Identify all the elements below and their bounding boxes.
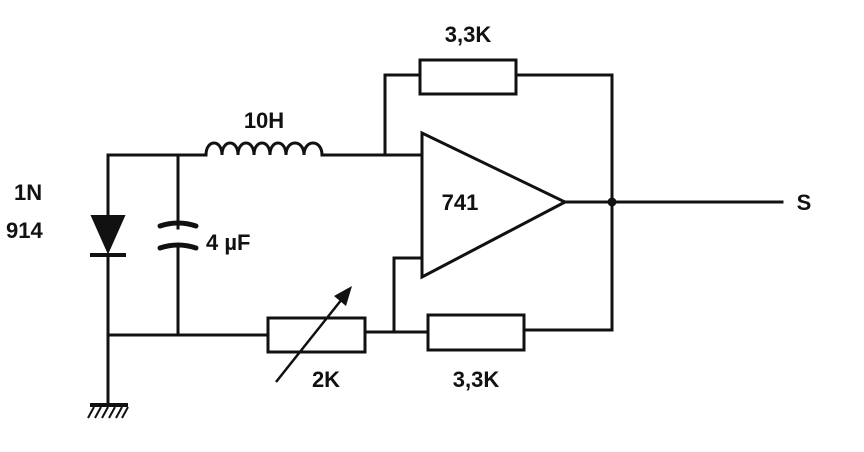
- potentiometer-arrow: [275, 286, 352, 383]
- inductor-label: 10H: [244, 108, 284, 133]
- potentiometer-label: 2K: [312, 367, 340, 392]
- output-label: S: [797, 190, 812, 215]
- wire-feedback-left: [383, 73, 422, 157]
- feedback-resistor-label: 3,3K: [445, 22, 492, 47]
- wire-feedback-right: [514, 73, 614, 332]
- opamp-triangle: [420, 130, 569, 280]
- lower-resistor: [426, 313, 526, 352]
- diode-label-line2: 914: [6, 218, 43, 243]
- feedback-resistor: [418, 58, 518, 96]
- wires: [106, 73, 784, 407]
- potentiometer-body: [266, 316, 367, 354]
- wire-noninverting: [392, 256, 424, 334]
- ground-symbol: [87, 403, 129, 419]
- inductor-coil: [204, 141, 324, 157]
- opamp-label: 741: [442, 190, 479, 215]
- lower-resistor-label: 3,3K: [453, 367, 500, 392]
- capacitor-label: 4 µF: [206, 230, 250, 255]
- diode-label-line1: 1N: [14, 180, 42, 205]
- diode: [90, 215, 126, 257]
- capacitor: [157, 220, 199, 251]
- junction-dot: [607, 197, 617, 207]
